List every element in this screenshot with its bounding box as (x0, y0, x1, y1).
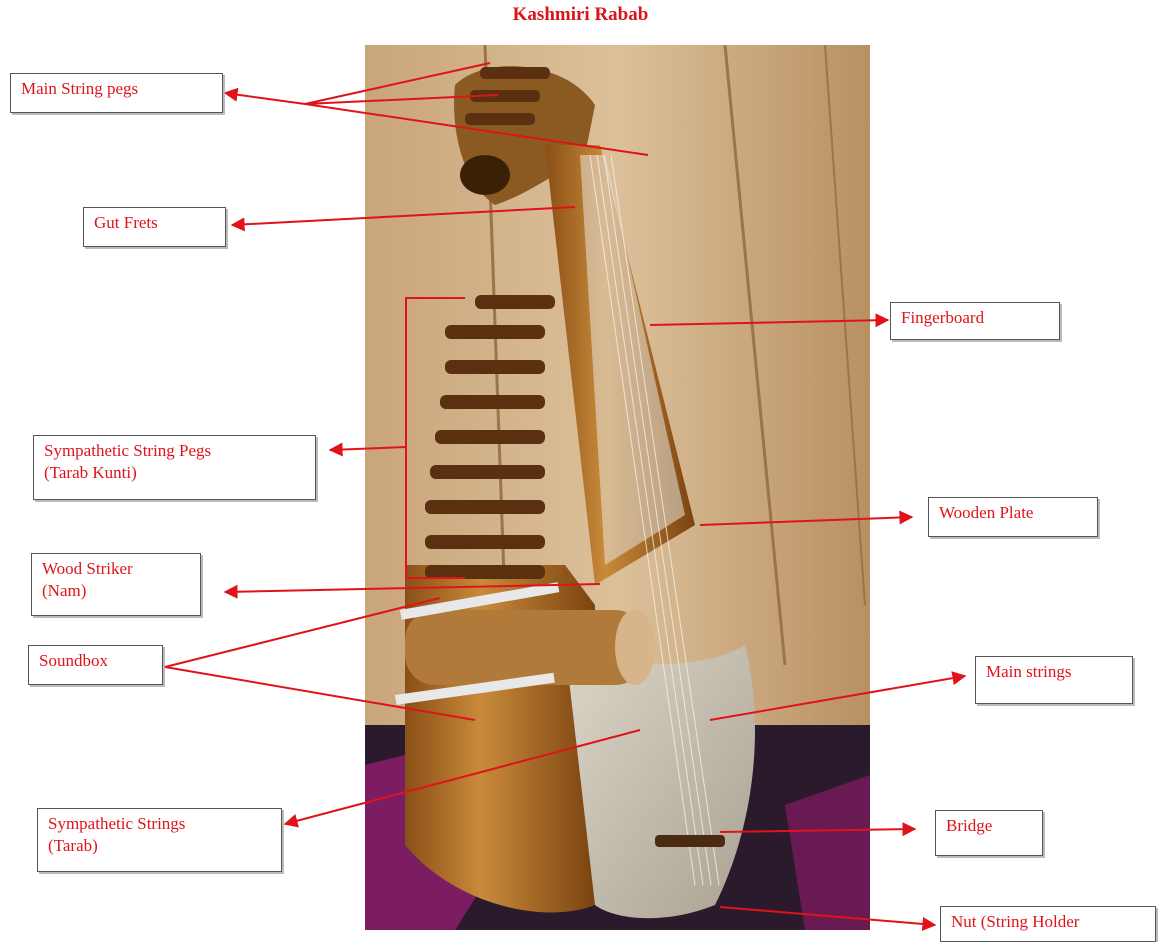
label-wood-striker: Wood Striker (Nam) (31, 553, 201, 616)
label-main-string-pegs: Main String pegs (10, 73, 223, 113)
label-gut-frets: Gut Frets (83, 207, 226, 247)
label-soundbox: Soundbox (28, 645, 163, 685)
label-sympathetic-string-pegs: Sympathetic String Pegs (Tarab Kunti) (33, 435, 316, 500)
label-bridge: Bridge (935, 810, 1043, 856)
arrow-main-pegs (225, 93, 305, 104)
label-wooden-plate: Wooden Plate (928, 497, 1098, 537)
label-sympathetic-strings: Sympathetic Strings (Tarab) (37, 808, 282, 872)
diagram-title: Kashmiri Rabab (0, 4, 1161, 26)
label-nut: Nut (String Holder (940, 906, 1156, 942)
label-fingerboard: Fingerboard (890, 302, 1060, 340)
rabab-photo (365, 45, 870, 930)
label-main-strings: Main strings (975, 656, 1133, 704)
